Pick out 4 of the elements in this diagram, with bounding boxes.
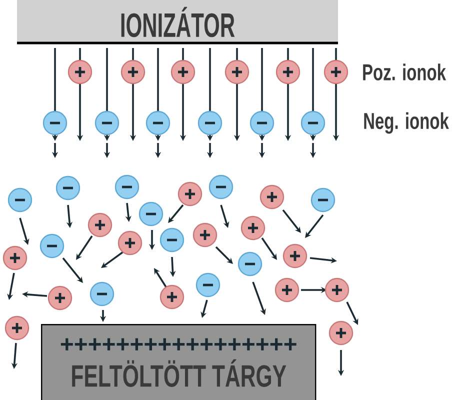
- charged-object-box: +++++++++++++++++ FELTÖLTÖTT TÁRGY: [41, 324, 316, 400]
- ion-label: Neg. ionok: [364, 112, 449, 134]
- ion-label: Poz. ionok: [363, 64, 446, 80]
- ionizer-bar: IONIZÁTOR: [17, 0, 338, 44]
